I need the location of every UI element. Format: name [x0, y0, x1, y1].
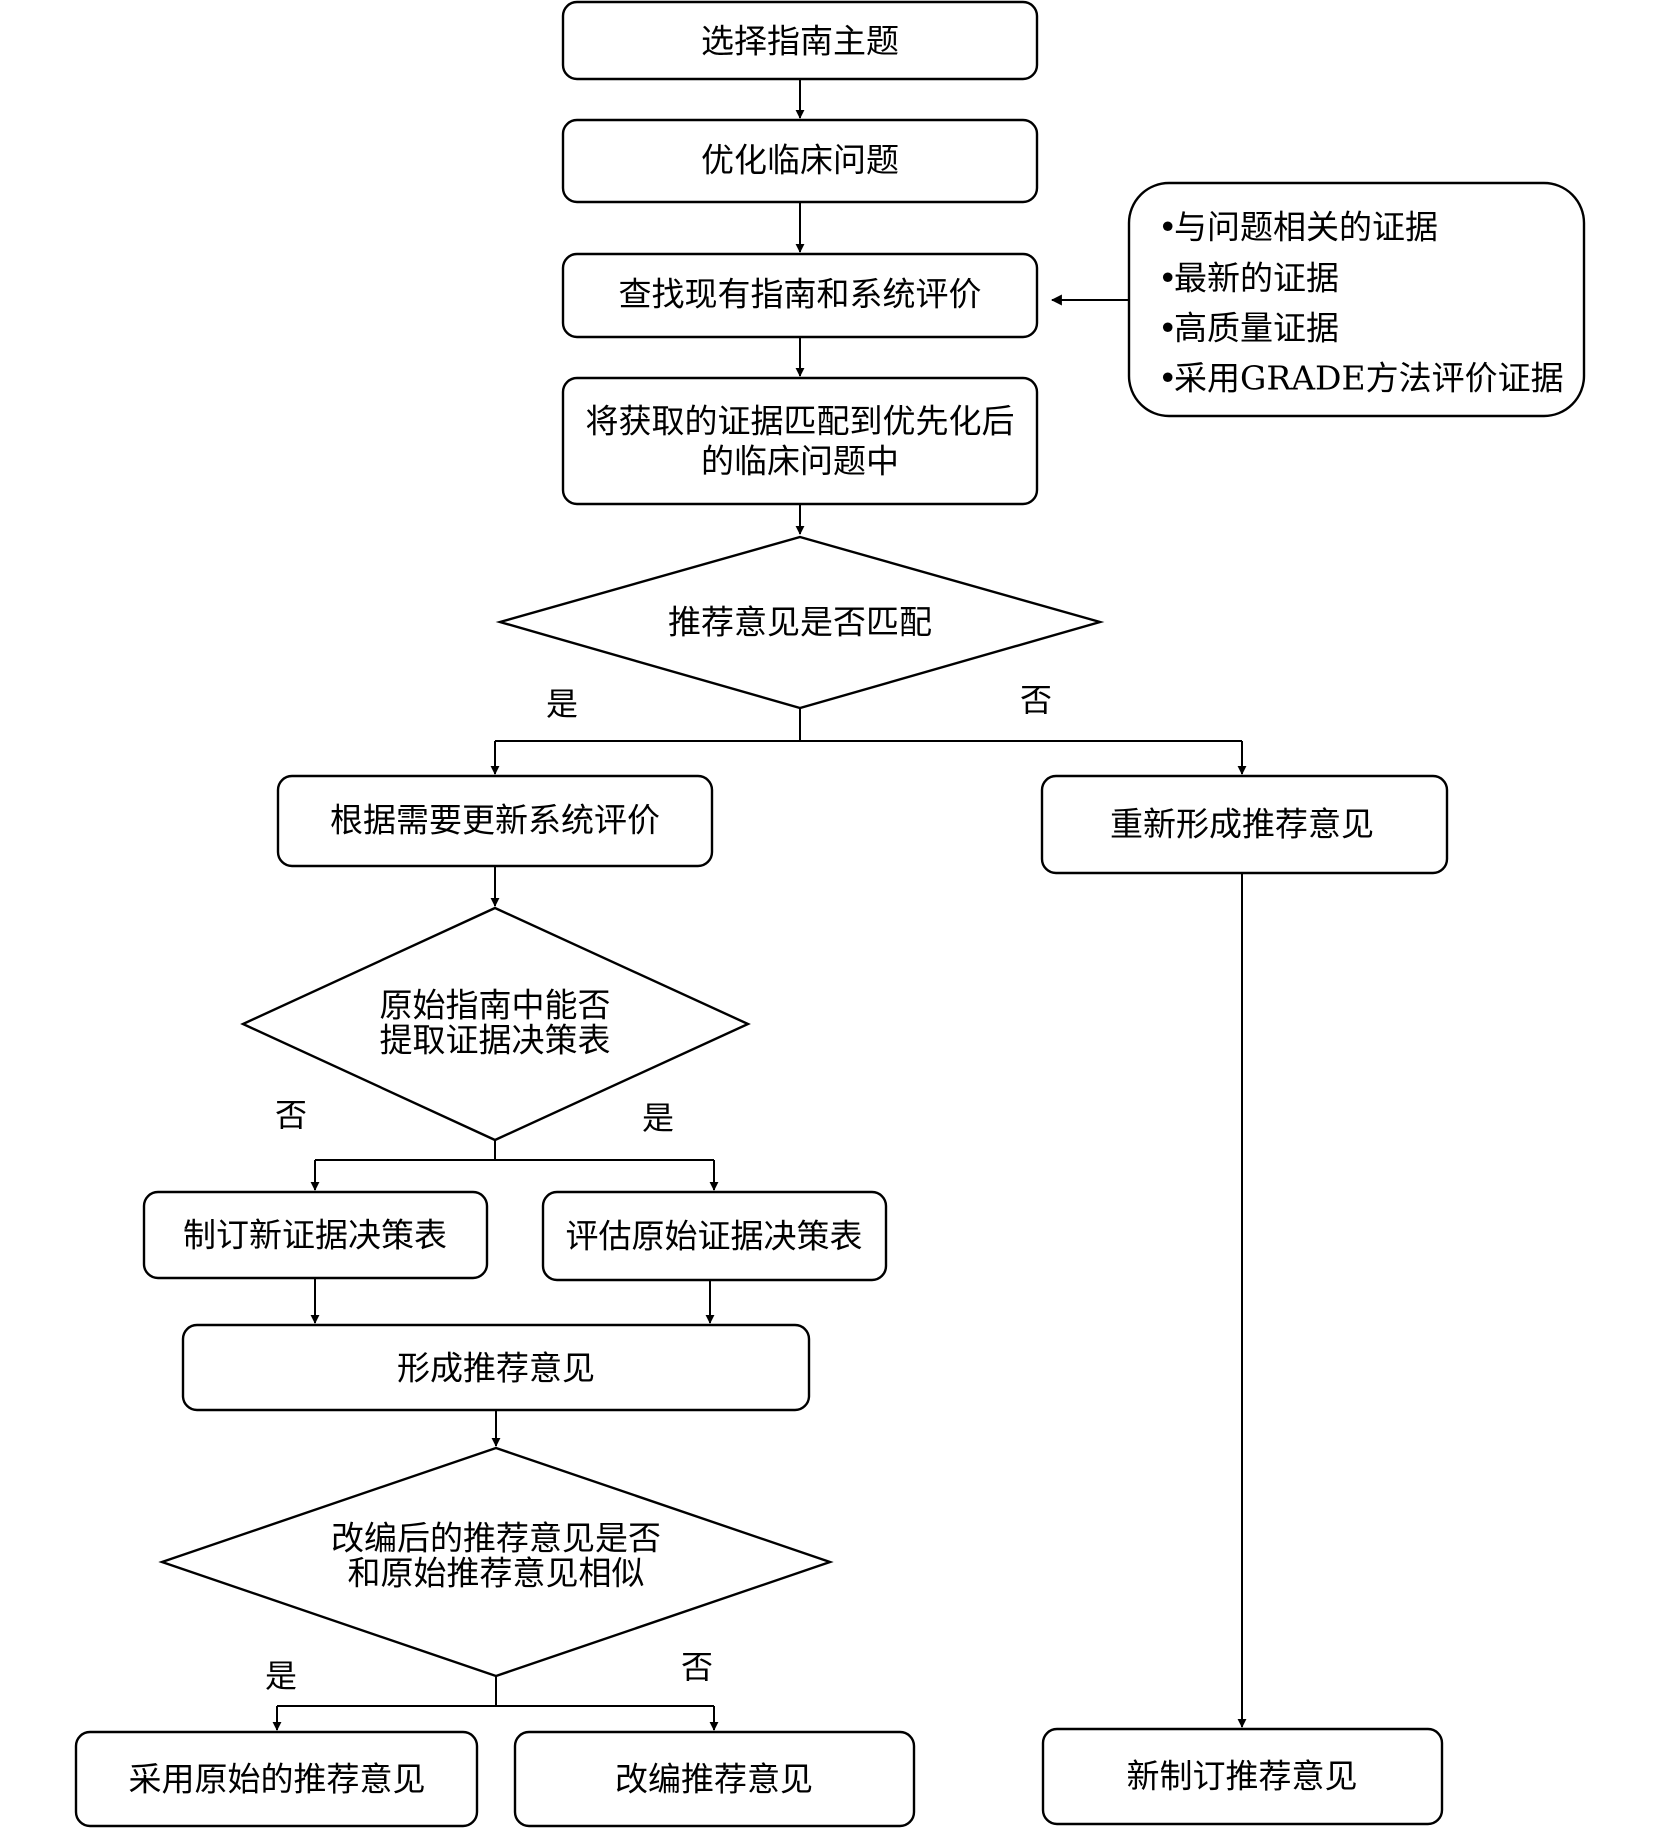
node-assess-table-label: 评估原始证据决策表	[566, 1217, 863, 1256]
node-new-recommendation-label: 新制订推荐意见	[1127, 1757, 1358, 1796]
criteria-bullet-4: •	[1158, 359, 1177, 398]
node-new-table: 制订新证据决策表	[142, 1190, 489, 1280]
criteria-item-2: 最新的证据	[1174, 259, 1339, 298]
node-assess-table: 评估原始证据决策表	[541, 1190, 888, 1282]
node-new-table-label: 制订新证据决策表	[183, 1216, 447, 1255]
criteria-bullet-3: •	[1158, 309, 1177, 348]
node-evidence-criteria: • 与问题相关的证据 • 最新的证据 • 高质量证据 • 采用GRADE方法评价…	[1127, 181, 1586, 418]
node-extract-table-line-1: 原始指南中能否	[380, 986, 611, 1025]
node-adapt: 改编推荐意见	[513, 1730, 916, 1828]
edge-label-similar-yes: 是	[265, 1657, 297, 1695]
node-extract-table-decision: 原始指南中能否 提取证据决策表	[240, 906, 751, 1142]
node-form-recommendation: 形成推荐意见	[181, 1323, 811, 1412]
node-match-evidence-line-2: 的临床问题中	[701, 442, 899, 481]
edges	[272, 80, 1247, 1731]
criteria-bullet-2: •	[1158, 259, 1177, 298]
node-adopt-original: 采用原始的推荐意见	[74, 1730, 479, 1828]
node-reformulate: 重新形成推荐意见	[1040, 774, 1449, 875]
node-form-recommendation-label: 形成推荐意见	[397, 1349, 595, 1388]
node-new-recommendation: 新制订推荐意见	[1041, 1727, 1444, 1826]
node-select-topic-label: 选择指南主题	[701, 22, 899, 61]
node-update-review: 根据需要更新系统评价	[276, 774, 714, 868]
criteria-item-4: 采用GRADE方法评价证据	[1174, 359, 1564, 398]
criteria-item-3: 高质量证据	[1174, 309, 1339, 348]
edge-label-match-no: 否	[1020, 681, 1052, 719]
node-recommendation-match-label: 推荐意见是否匹配	[668, 603, 932, 642]
node-extract-table-line-2: 提取证据决策表	[380, 1021, 611, 1060]
edge-label-match-yes: 是	[546, 685, 578, 723]
edge-label-similar-no: 否	[681, 1648, 713, 1686]
node-select-topic: 选择指南主题	[561, 0, 1039, 81]
node-optimize-question: 优化临床问题	[561, 118, 1039, 204]
edge-label-extract-no: 否	[275, 1096, 307, 1134]
node-adapt-label: 改编推荐意见	[615, 1760, 813, 1799]
node-similar-line-1: 改编后的推荐意见是否	[331, 1519, 661, 1558]
node-optimize-question-label: 优化临床问题	[701, 141, 899, 180]
edge-label-extract-yes: 是	[642, 1099, 674, 1137]
node-recommendation-match-decision: 推荐意见是否匹配	[495, 535, 1105, 710]
node-search-guidelines: 查找现有指南和系统评价	[561, 252, 1039, 339]
node-match-evidence-line-1: 将获取的证据匹配到优先化后	[586, 402, 1015, 441]
node-adopt-original-label: 采用原始的推荐意见	[129, 1760, 426, 1799]
node-reformulate-label: 重新形成推荐意见	[1110, 805, 1374, 844]
node-similar-line-2: 和原始推荐意见相似	[348, 1554, 645, 1593]
node-match-evidence: 将获取的证据匹配到优先化后 的临床问题中	[561, 376, 1039, 506]
node-search-guidelines-label: 查找现有指南和系统评价	[619, 275, 982, 314]
criteria-bullet-1: •	[1158, 208, 1177, 247]
node-update-review-label: 根据需要更新系统评价	[330, 801, 660, 840]
criteria-item-1: 与问题相关的证据	[1174, 208, 1438, 247]
node-similar-decision: 改编后的推荐意见是否 和原始推荐意见相似	[158, 1446, 834, 1678]
